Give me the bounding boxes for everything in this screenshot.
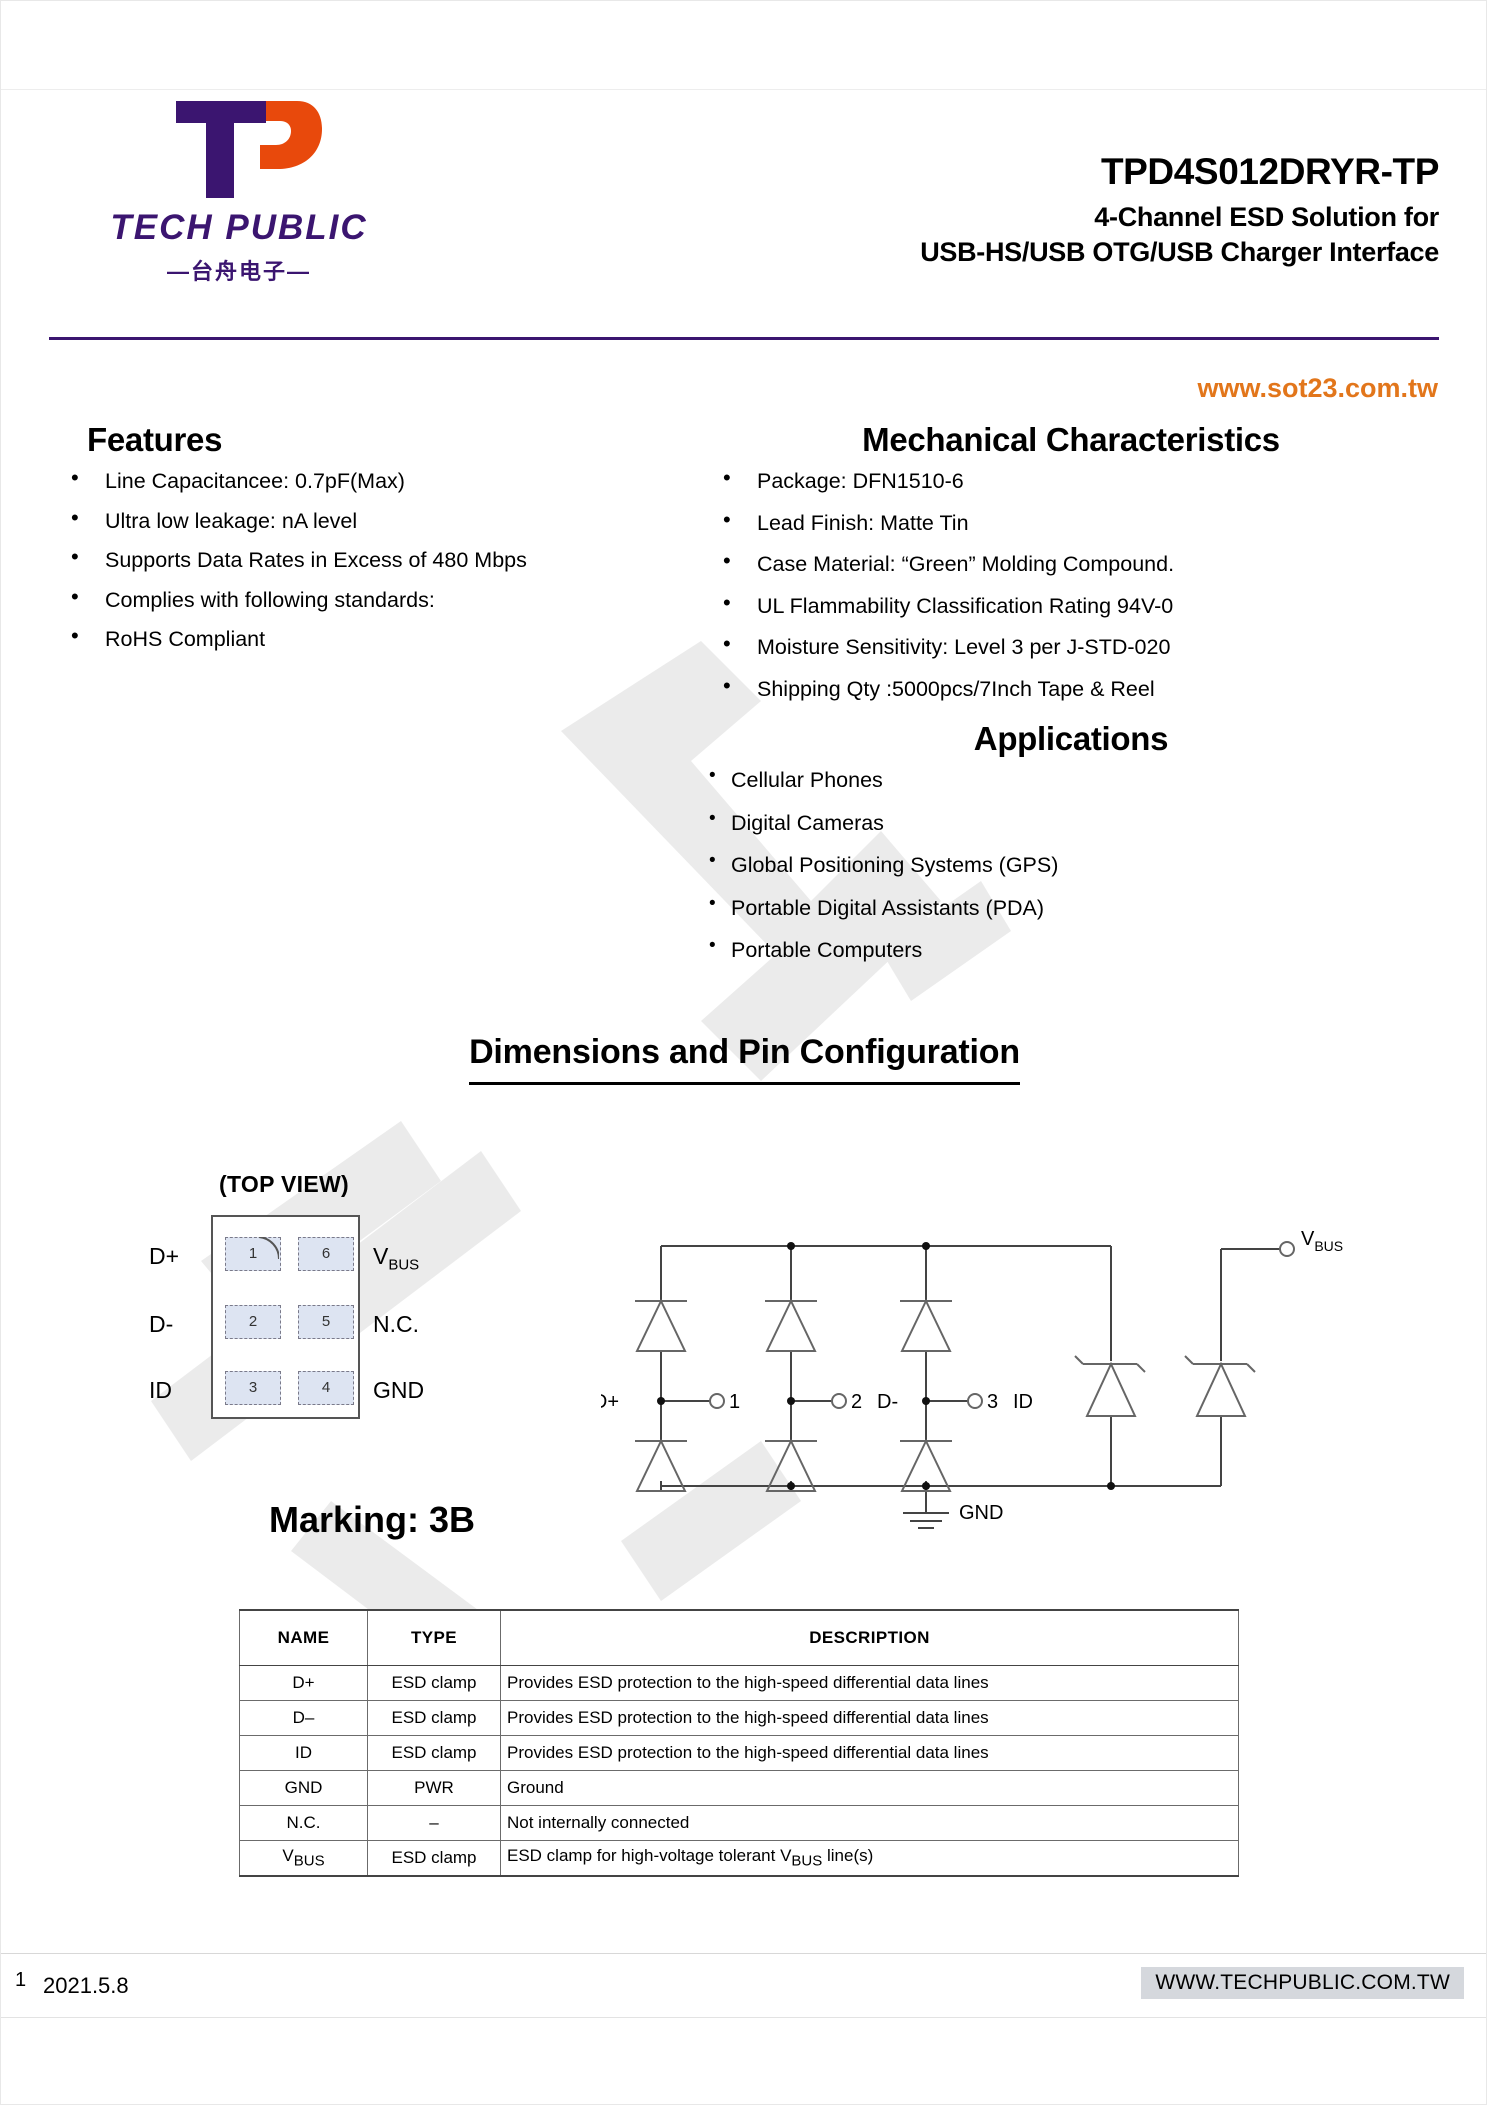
table-header-row: NAME TYPE DESCRIPTION	[239, 1609, 1239, 1666]
product-subtitle-line1: 4-Channel ESD Solution for	[1094, 201, 1439, 232]
application-item: Cellular Phones	[701, 766, 1441, 792]
footer-website[interactable]: WWW.TECHPUBLIC.COM.TW	[1141, 1967, 1464, 1999]
column-header-description: DESCRIPTION	[500, 1609, 1239, 1666]
table-row: VBUS ESD clamp ESD clamp for high-voltag…	[239, 1840, 1239, 1877]
cell-type: ESD clamp	[367, 1840, 501, 1877]
logo-company-name: TECH PUBLIC	[110, 208, 368, 247]
pin1-notch-icon	[258, 1237, 279, 1260]
company-logo: TECH PUBLIC —台舟电子—	[69, 97, 409, 292]
cell-name: ID	[239, 1735, 368, 1771]
mechanical-list: Package: DFN1510-6 Lead Finish: Matte Ti…	[701, 467, 1441, 701]
application-item: Digital Cameras	[701, 809, 1441, 835]
cell-name: VBUS	[239, 1840, 368, 1877]
schematic-label-dplus: D+	[601, 1391, 619, 1413]
tp-monogram-icon	[176, 101, 322, 198]
cell-name: GND	[239, 1770, 368, 1806]
package-top-view: (TOP VIEW) 1 2 3 4 5 6 D+ D- ID VBUS N.C…	[149, 1171, 571, 1491]
header-divider	[49, 337, 1439, 340]
features-title: Features	[87, 421, 223, 458]
esd-schematic-diagram: D+ 1 2 D- 3 ID GND VBUS	[601, 1228, 1343, 1529]
pin-label-gnd: GND	[373, 1377, 425, 1403]
applications-list: Cellular Phones Digital Cameras Global P…	[701, 766, 1441, 962]
dimensions-heading: Dimensions and Pin Configuration	[1, 1033, 1486, 1085]
website-url[interactable]: www.sot23.com.tw	[1197, 373, 1438, 403]
page-header: TECH PUBLIC —台舟电子— TPD4S012DRYR-TP 4-Cha…	[49, 89, 1439, 339]
mechanical-item: Moisture Sensitivity: Level 3 per J-STD-…	[701, 633, 1441, 659]
table-row: D– ESD clamp Provides ESD protection to …	[239, 1700, 1239, 1736]
cell-description: ESD clamp for high-voltage tolerant VBUS…	[500, 1840, 1239, 1877]
table-row: D+ ESD clamp Provides ESD protection to …	[239, 1665, 1239, 1701]
column-header-type: TYPE	[367, 1609, 501, 1666]
cell-name: D–	[239, 1700, 368, 1736]
application-item: Global Positioning Systems (GPS)	[701, 851, 1441, 877]
pin-label-dplus: D+	[149, 1243, 180, 1269]
product-subtitle-line2: USB-HS/USB OTG/USB Charger Interface	[920, 236, 1439, 267]
logo-company-name-cn: —台舟电子—	[166, 259, 311, 284]
header-titles: TPD4S012DRYR-TP 4-Channel ESD Solution f…	[599, 151, 1439, 270]
cell-description: Provides ESD protection to the high-spee…	[500, 1735, 1239, 1771]
footer-bottom-rule	[1, 2017, 1486, 2018]
features-column: Features Line Capacitancee: 0.7pF(Max) U…	[49, 421, 689, 669]
feature-item: RoHS Compliant	[49, 625, 689, 651]
feature-item: Ultra low leakage: nA level	[49, 507, 689, 533]
cell-description: Ground	[500, 1770, 1239, 1806]
pad-3: 3	[225, 1371, 281, 1405]
cell-type: ESD clamp	[367, 1735, 501, 1771]
cell-type: –	[367, 1805, 501, 1841]
page-top-rule	[1, 89, 1486, 90]
page-number: 1	[15, 1969, 27, 1991]
features-list: Line Capacitancee: 0.7pF(Max) Ultra low …	[49, 467, 689, 651]
applications-title: Applications	[973, 720, 1169, 757]
pad-2: 2	[225, 1305, 281, 1339]
cell-description: Not internally connected	[500, 1805, 1239, 1841]
mechanical-column: Mechanical Characteristics Package: DFN1…	[701, 421, 1441, 983]
marking-label: Marking: 3B	[269, 1499, 476, 1540]
pin-label-vbus: VBUS	[373, 1243, 420, 1274]
pin-label-id: ID	[149, 1377, 172, 1403]
application-item: Portable Digital Assistants (PDA)	[701, 894, 1441, 920]
mechanical-item: Package: DFN1510-6	[701, 467, 1441, 493]
table-row: ID ESD clamp Provides ESD protection to …	[239, 1735, 1239, 1771]
cell-description: Provides ESD protection to the high-spee…	[500, 1700, 1239, 1736]
column-header-name: NAME	[239, 1609, 368, 1666]
schematic-pin-1: 1	[729, 1391, 740, 1413]
mechanical-item: Shipping Qty :5000pcs/7Inch Tape & Reel	[701, 675, 1441, 701]
schematic-label-gnd: GND	[959, 1502, 1003, 1524]
revision-date: 2021.5.8	[43, 1973, 129, 1998]
pin-label-nc: N.C.	[373, 1311, 419, 1337]
feature-item: Line Capacitancee: 0.7pF(Max)	[49, 467, 689, 493]
schematic-label-id: ID	[1013, 1391, 1033, 1413]
schematic-label-dminus: D-	[877, 1391, 898, 1413]
feature-item: Supports Data Rates in Excess of 480 Mbp…	[49, 546, 689, 572]
feature-item: Complies with following standards:	[49, 586, 689, 612]
schematic-pin-3: 3	[987, 1391, 998, 1413]
mechanical-title: Mechanical Characteristics	[862, 421, 1280, 458]
schematic-label-vbus: VBUS	[1301, 1228, 1343, 1254]
cell-name: N.C.	[239, 1805, 368, 1841]
pin-description-table: NAME TYPE DESCRIPTION D+ ESD clamp Provi…	[239, 1609, 1239, 1877]
table-row: N.C. – Not internally connected	[239, 1805, 1239, 1841]
application-item: Portable Computers	[701, 936, 1441, 962]
top-view-label: (TOP VIEW)	[219, 1171, 349, 1197]
cell-name: D+	[239, 1665, 368, 1701]
part-number: TPD4S012DRYR-TP	[1100, 151, 1439, 192]
cell-type: PWR	[367, 1770, 501, 1806]
cell-type: ESD clamp	[367, 1700, 501, 1736]
pad-5: 5	[298, 1305, 354, 1339]
mechanical-item: Lead Finish: Matte Tin	[701, 509, 1441, 535]
pin-label-dminus: D-	[149, 1311, 174, 1337]
cell-description: Provides ESD protection to the high-spee…	[500, 1665, 1239, 1701]
mechanical-item: UL Flammability Classification Rating 94…	[701, 592, 1441, 618]
pad-6: 6	[298, 1237, 354, 1271]
mechanical-item: Case Material: “Green” Molding Compound.	[701, 550, 1441, 576]
pad-4: 4	[298, 1371, 354, 1405]
cell-type: ESD clamp	[367, 1665, 501, 1701]
dimensions-heading-text: Dimensions and Pin Configuration	[469, 1033, 1020, 1085]
footer-divider	[1, 1953, 1486, 1954]
table-row: GND PWR Ground	[239, 1770, 1239, 1806]
schematic-pin-2: 2	[851, 1391, 862, 1413]
